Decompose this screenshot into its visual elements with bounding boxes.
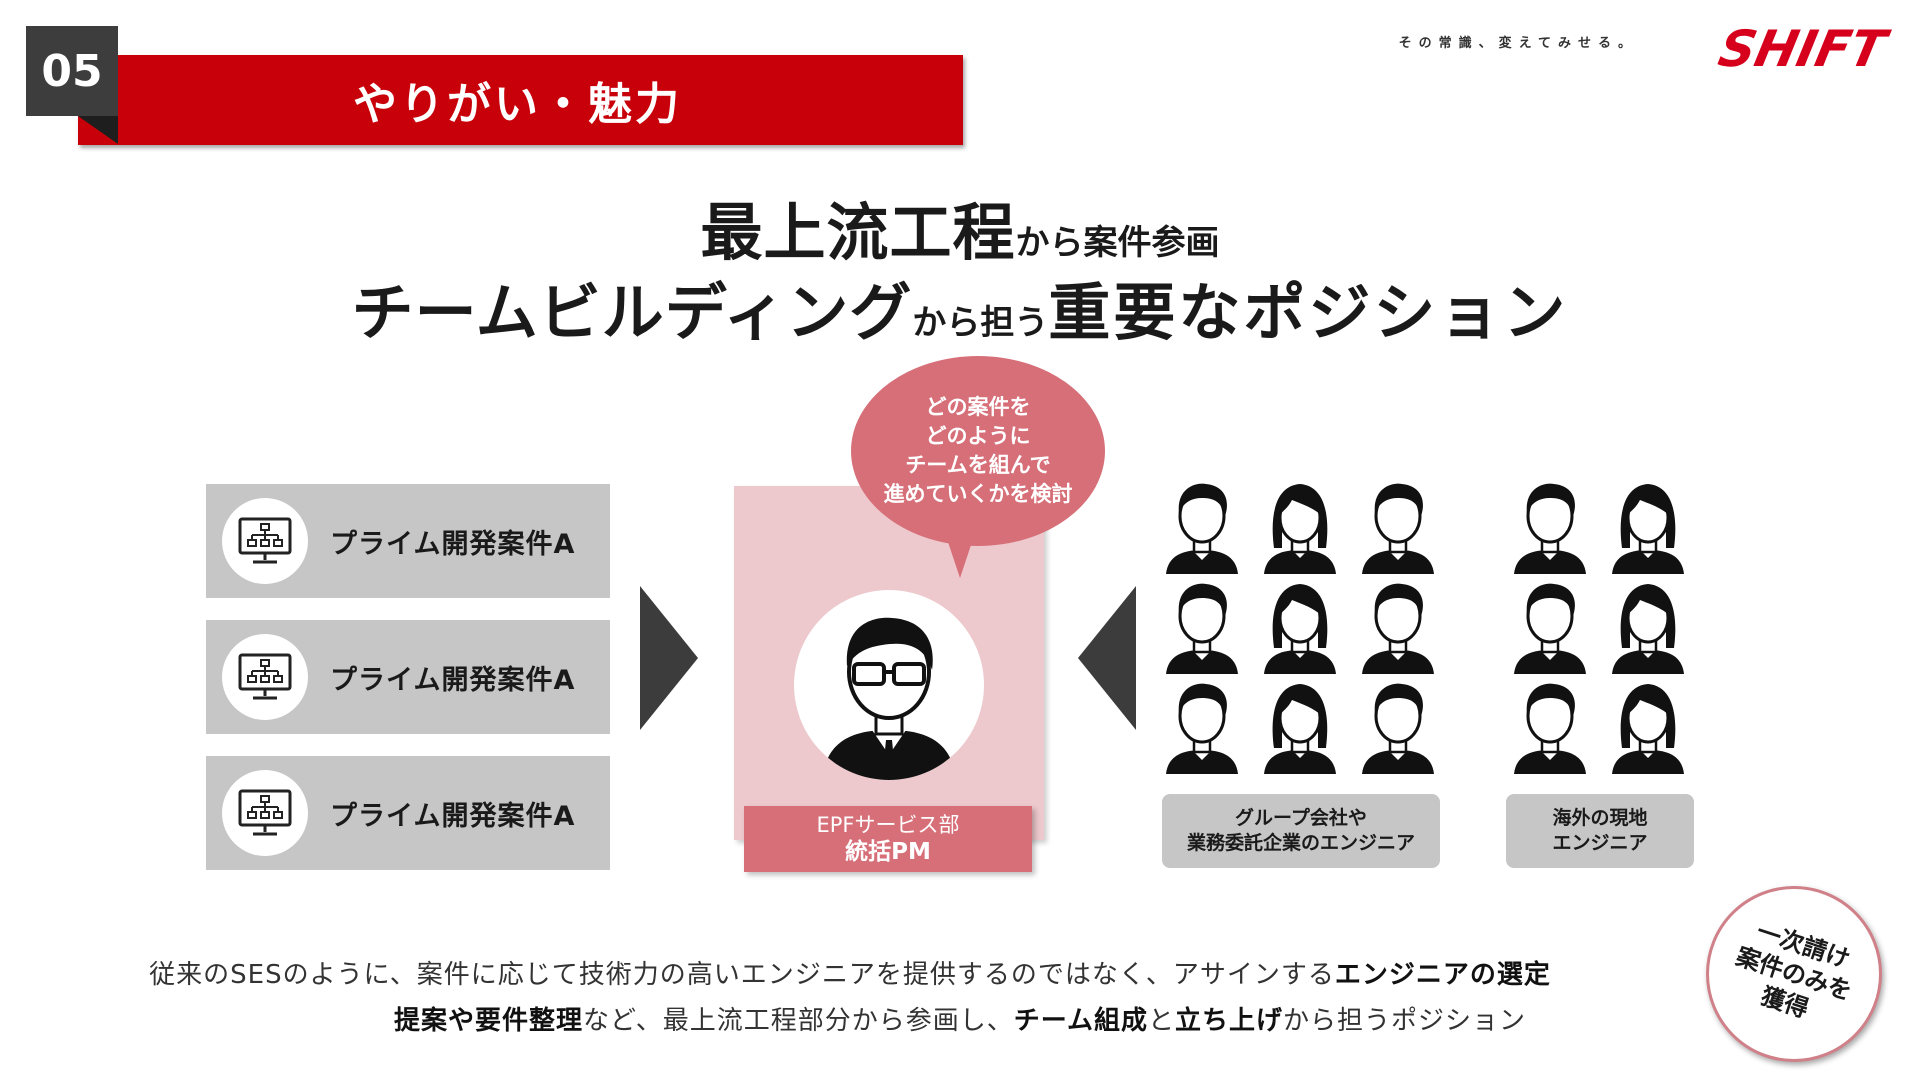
- desc-text: と: [1147, 1006, 1175, 1036]
- project-label: プライム開発案件A: [330, 664, 576, 696]
- speech-bubble: どの案件を どのように チームを組んで 進めていくかを検討: [851, 356, 1105, 546]
- headline-end-2: 重要なポジション: [1048, 276, 1569, 349]
- desc-text: から担うポジション: [1282, 1006, 1526, 1036]
- desc-bold: チーム組成: [1013, 1006, 1148, 1036]
- desc-text: など、最上流工程部分から参画し、: [583, 1006, 1014, 1036]
- headline-rest-1: から案件参画: [1015, 223, 1220, 263]
- pm-role: 統括PM: [845, 839, 931, 865]
- partner-engineers-label: グループ会社や 業務委託企業のエンジニア: [1162, 794, 1440, 868]
- prime-contract-stamp: 一次請け 案件のみを 獲得: [1706, 886, 1882, 1062]
- partner-label-line: グループ会社や: [1235, 807, 1367, 829]
- pm-label: EPFサービス部 統括PM: [744, 806, 1032, 872]
- person-man-icon: [1512, 678, 1588, 774]
- org-chart-monitor-icon: [222, 634, 308, 720]
- project-card-3: プライム開発案件A: [206, 756, 610, 870]
- person-woman-icon: [1610, 478, 1686, 574]
- desc-bold: 提案や要件整理: [394, 1006, 584, 1036]
- person-woman-icon: [1610, 678, 1686, 774]
- person-woman-icon: [1610, 578, 1686, 674]
- headline-line-2: チームビルディングから担う重要なポジション: [0, 262, 1920, 352]
- person-woman-icon: [1262, 678, 1338, 774]
- bubble-line: どのように: [925, 424, 1031, 448]
- desc-bold: 立ち上げ: [1174, 1006, 1283, 1036]
- person-man-icon: [1512, 578, 1588, 674]
- desc-text: 従来のSESのように、案件に応じて技術力の高いエンジニアを提供するのではなく、ア…: [149, 960, 1335, 990]
- partner-label-line: 業務委託企業のエンジニア: [1186, 832, 1415, 854]
- section-number-fold: [78, 116, 118, 144]
- org-chart-monitor-icon: [222, 498, 308, 584]
- headline-mid-2: から担う: [912, 303, 1049, 343]
- shift-logo: SHIFT: [1714, 20, 1895, 74]
- overseas-label-line: 海外の現地: [1552, 807, 1648, 829]
- org-chart-monitor-icon: [222, 770, 308, 856]
- person-woman-icon: [1262, 478, 1338, 574]
- headline-line-1: 最上流工程から案件参画: [0, 182, 1920, 272]
- description-line-1: 従来のSESのように、案件に応じて技術力の高いエンジニアを提供するのではなく、ア…: [0, 954, 1920, 991]
- person-man-icon: [1164, 578, 1240, 674]
- logo-text: SHIFT: [1714, 20, 1895, 74]
- person-man-icon: [1164, 478, 1240, 574]
- section-number: 05: [26, 26, 118, 116]
- pm-avatar-icon: [794, 590, 984, 780]
- project-label: プライム開発案件A: [330, 800, 576, 832]
- project-label: プライム開発案件A: [330, 528, 576, 560]
- description-line-2: 提案や要件整理など、最上流工程部分から参画し、チーム組成と立ち上げから担うポジシ…: [0, 1000, 1920, 1037]
- headline-emphasis-1: 最上流工程: [696, 182, 1020, 272]
- person-woman-icon: [1262, 578, 1338, 674]
- bubble-line: 進めていくかを検討: [883, 482, 1073, 506]
- speech-bubble-tail: [946, 536, 974, 578]
- overseas-label-line: エンジニア: [1552, 832, 1648, 854]
- bubble-line: どの案件を: [925, 395, 1031, 419]
- project-card-2: プライム開発案件A: [206, 620, 610, 734]
- arrow-right-icon: [640, 586, 698, 730]
- arrow-left-icon: [1078, 586, 1136, 730]
- person-man-icon: [1360, 478, 1436, 574]
- person-man-icon: [1512, 478, 1588, 574]
- page-title: やりがい・魅力: [78, 55, 963, 145]
- headline-emphasis-2: チームビルディング: [347, 262, 917, 352]
- overseas-engineers-label: 海外の現地 エンジニア: [1506, 794, 1694, 868]
- project-card-1: プライム開発案件A: [206, 484, 610, 598]
- person-man-icon: [1164, 678, 1240, 774]
- tagline: その常識、変えてみせる。: [1398, 36, 1638, 51]
- pm-department: EPFサービス部: [816, 813, 960, 837]
- desc-bold: エンジニアの選定: [1334, 960, 1551, 990]
- bubble-line: チームを組んで: [905, 453, 1051, 477]
- person-man-icon: [1360, 578, 1436, 674]
- person-man-icon: [1360, 678, 1436, 774]
